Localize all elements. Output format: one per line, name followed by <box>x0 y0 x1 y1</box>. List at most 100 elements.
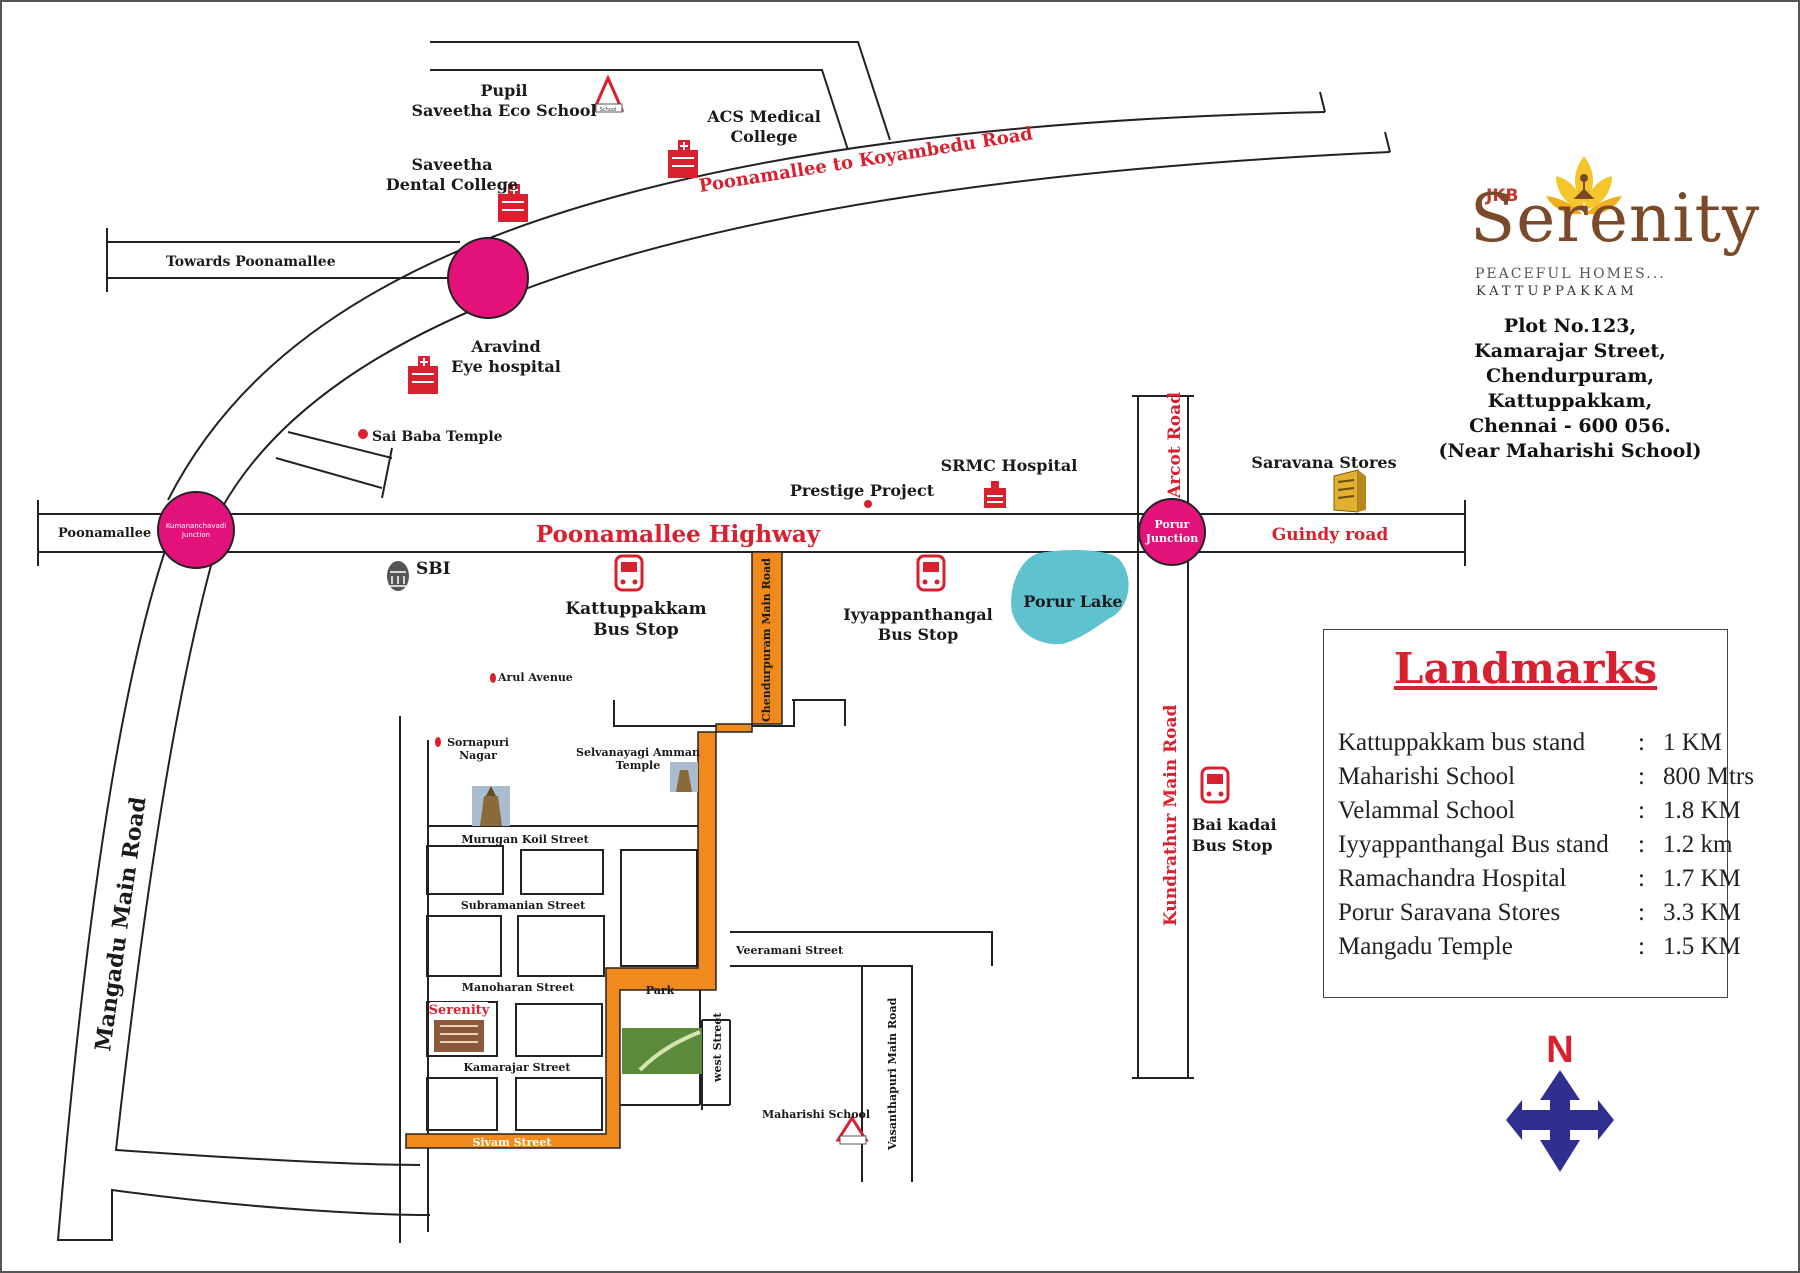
marker-dot <box>490 673 496 683</box>
kumananchavadi-label-1: Kumananchavadi <box>166 522 226 530</box>
marker-dot <box>864 500 872 508</box>
sai-baba-label: Sai Baba Temple <box>372 429 503 445</box>
landmark-distance: 1.7 KM <box>1663 865 1741 892</box>
landmark-colon: : <box>1638 831 1645 858</box>
landmark-distance: 1.8 KM <box>1663 797 1741 824</box>
brand-location: KATTUPPAKKAM <box>1476 284 1638 299</box>
address-block: Plot No.123, Kamarajar Street, Chendurpu… <box>1420 314 1720 464</box>
kattuppakkam-bus-label-2: Bus Stop <box>593 620 679 640</box>
hospital-icon <box>984 481 1006 508</box>
landmark-name: Porur Saravana Stores <box>1338 899 1561 926</box>
landmark-name: Maharishi School <box>1338 763 1516 790</box>
bai-kadai-label-2: Bus Stop <box>1192 836 1273 855</box>
iyyappanthangal-bus-label-1: Iyyappanthangal <box>843 605 992 624</box>
school-sign-icon <box>835 1115 869 1145</box>
landmark-distance: 800 Mtrs <box>1663 763 1754 790</box>
porur-lake <box>1011 550 1129 645</box>
compass-north-label: N <box>1546 1029 1573 1071</box>
kamarajar-label: Kamarajar Street <box>463 1061 571 1074</box>
koyambedu-road-bottom <box>217 151 1391 516</box>
aravind-eye-label-1: Aravind <box>470 337 540 356</box>
towards-poonamallee-label: Towards Poonamallee <box>166 254 336 270</box>
hospital-icon <box>498 184 528 222</box>
school-sign-icon <box>591 74 625 113</box>
saravana-label: Saravana Stores <box>1251 453 1396 472</box>
pupil-school-label-2: Saveetha Eco School <box>411 101 596 120</box>
porur-junction <box>1138 498 1206 566</box>
sornapuri-label-2: Nagar <box>459 749 497 762</box>
porur-junction-label-1: Porur <box>1155 518 1190 531</box>
koyambedu-road-end <box>1319 91 1391 153</box>
guindy-road-label: Guindy road <box>1272 525 1389 545</box>
saveetha-dental-label-1: Saveetha <box>412 155 493 174</box>
brand-tagline: PEACEFUL HOMES... <box>1475 266 1666 282</box>
arcot-road-label: Arcot Road <box>1165 392 1185 499</box>
building-icon <box>1333 469 1366 513</box>
sbi-label: SBI <box>416 559 451 579</box>
koyambedu-junction <box>447 237 529 319</box>
arcot-kundrathur-road <box>1132 395 1194 1079</box>
landmark-distance: 3.3 KM <box>1663 899 1741 926</box>
subramanian-label: Subramanian Street <box>461 899 586 912</box>
sornapuri-label-1: Sornapuri <box>447 736 509 749</box>
left-local-road <box>399 716 429 1243</box>
veeramani-street-lines <box>730 931 993 1182</box>
selvanayagi-label-1: Selvanayagi Amman <box>576 746 700 759</box>
bai-kadai-label-1: Bai kadai <box>1192 815 1277 834</box>
landmarks-title: Landmarks <box>1393 644 1658 693</box>
sivam-street-label: Sivam Street <box>472 1136 552 1149</box>
brand-name: Serenity <box>1470 180 1761 257</box>
route-highlight <box>405 551 783 1149</box>
acs-medical-label-2: College <box>730 127 797 146</box>
manoharan-label: Manoharan Street <box>462 981 575 994</box>
landmark-distance: 1 KM <box>1663 729 1723 756</box>
landmark-name: Kattuppakkam bus stand <box>1338 729 1586 756</box>
address-line: Kattuppakkam, <box>1487 390 1653 412</box>
kumananchavadi-label-2: Junction <box>181 531 210 539</box>
address-line: Chennai - 600 056. <box>1469 415 1671 437</box>
address-line: Plot No.123, <box>1503 315 1637 337</box>
lotus-logo-icon <box>1546 156 1622 215</box>
school-sign-text: School <box>600 107 617 113</box>
towards-poonamallee-road <box>106 228 460 292</box>
temple-icon <box>670 762 698 792</box>
address-line: Kamarajar Street, <box>1474 340 1666 362</box>
selvanayagi-label-2: Temple <box>616 759 660 772</box>
landmark-colon: : <box>1638 763 1645 790</box>
compass-icon <box>1506 1070 1614 1172</box>
landmark-colon: : <box>1638 865 1645 892</box>
marker-dot <box>358 429 368 439</box>
murugan-koil-label: Murugan Koil Street <box>461 833 589 846</box>
srmc-label: SRMC Hospital <box>941 456 1078 475</box>
bus-icon <box>614 554 644 592</box>
hospital-icon <box>408 356 438 394</box>
bus-icon <box>916 554 946 592</box>
veeramani-label: Veeramani Street <box>735 944 844 957</box>
mangadu-road-inner <box>114 539 421 1166</box>
prestige-label: Prestige Project <box>790 481 935 500</box>
kattuppakkam-bus-label-1: Kattuppakkam <box>565 599 706 619</box>
saveetha-dental-label-2: Dental College <box>386 175 518 194</box>
kundrathur-road-label: Kundrathur Main Road <box>1161 705 1181 926</box>
landmark-colon: : <box>1638 729 1645 756</box>
mangadu-road-label: Mangadu Main Road <box>90 795 151 1053</box>
hospital-icon <box>668 140 698 178</box>
landmark-name: Ramachandra Hospital <box>1338 865 1567 892</box>
landmark-distance: 1.2 km <box>1663 831 1733 858</box>
serenity-building-icon <box>430 1002 488 1054</box>
landmarks-panel: Landmarks Kattuppakkam bus stand : 1 KM … <box>1323 629 1754 998</box>
acs-medical-label-1: ACS Medical <box>706 107 821 126</box>
west-street-lines <box>701 1019 731 1110</box>
brand-prefix: JKB <box>1486 186 1519 206</box>
pupil-school-label-1: Pupil <box>480 81 527 100</box>
aravind-eye-label-2: Eye hospital <box>451 357 561 376</box>
landmark-colon: : <box>1638 899 1645 926</box>
landmark-distance: 1.5 KM <box>1663 933 1741 960</box>
kumananchavadi-junction <box>157 491 235 569</box>
iyyappanthangal-bus-label-2: Bus Stop <box>878 625 959 644</box>
mangadu-road-outer <box>56 519 431 1241</box>
landmark-colon: : <box>1638 933 1645 960</box>
landmark-colon: : <box>1638 797 1645 824</box>
north-road <box>430 41 891 151</box>
